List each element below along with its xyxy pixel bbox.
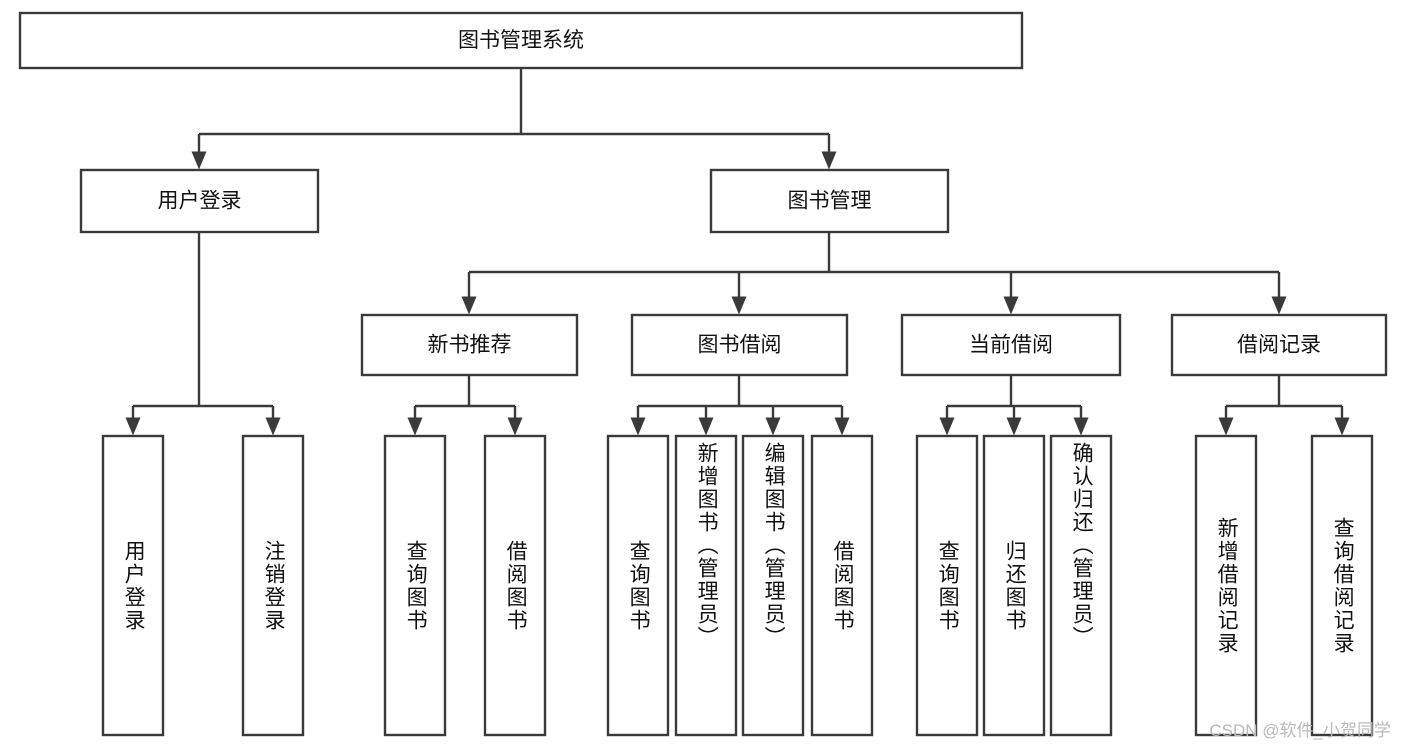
node-box-leaf-add-book[interactable] (674, 434, 738, 737)
node-label-root: 图书管理系统 (458, 29, 584, 52)
node-box-leaf-query-book-3[interactable] (915, 434, 979, 737)
node-box-leaf-add-record[interactable] (1194, 434, 1258, 737)
node-box-leaf-query-book-1[interactable] (383, 434, 447, 737)
node-box-leaf-return-book[interactable] (982, 434, 1046, 737)
boxes-layer (18, 11, 1388, 737)
connector-root-to-level2 (191, 68, 837, 170)
node-box-new-book-rec[interactable] (360, 313, 579, 377)
node-box-borrow-record[interactable] (1170, 313, 1388, 377)
node-label-new-book-rec: 新书推荐 (428, 334, 512, 357)
node-box-leaf-logout[interactable] (241, 434, 305, 737)
node-box-root[interactable] (18, 11, 1024, 70)
connector-newbook-to-leaves (407, 375, 523, 436)
node-box-book-manage[interactable] (709, 168, 950, 234)
node-label-current-borrow: 当前借阅 (969, 334, 1053, 357)
node-box-book-borrow[interactable] (630, 313, 849, 377)
node-label-user-login: 用户登录 (158, 190, 242, 213)
node-box-leaf-query-record[interactable] (1310, 434, 1374, 737)
node-box-leaf-borrow-book-2[interactable] (810, 434, 874, 737)
node-label-book-manage: 图书管理 (788, 190, 872, 213)
connector-userlogin-to-leaves (125, 232, 281, 436)
node-box-current-borrow[interactable] (900, 313, 1122, 377)
node-box-leaf-borrow-book-1[interactable] (483, 434, 547, 737)
node-box-user-login[interactable] (79, 168, 320, 234)
edges-layer (125, 68, 1350, 436)
node-label-book-borrow: 图书借阅 (698, 334, 782, 357)
node-box-leaf-edit-book[interactable] (741, 434, 805, 737)
node-label-borrow-record: 借阅记录 (1237, 334, 1321, 357)
connector-borrowrecord-to-leaves (1218, 375, 1350, 436)
node-box-leaf-confirm-return[interactable] (1049, 434, 1113, 737)
connector-bookborrow-to-leaves (630, 375, 850, 436)
connector-bookmanage-to-level3 (461, 232, 1287, 315)
node-box-leaf-query-book-2[interactable] (606, 434, 670, 737)
connector-currentborrow-to-leaves (939, 375, 1089, 436)
node-box-leaf-user-login[interactable] (101, 434, 165, 737)
